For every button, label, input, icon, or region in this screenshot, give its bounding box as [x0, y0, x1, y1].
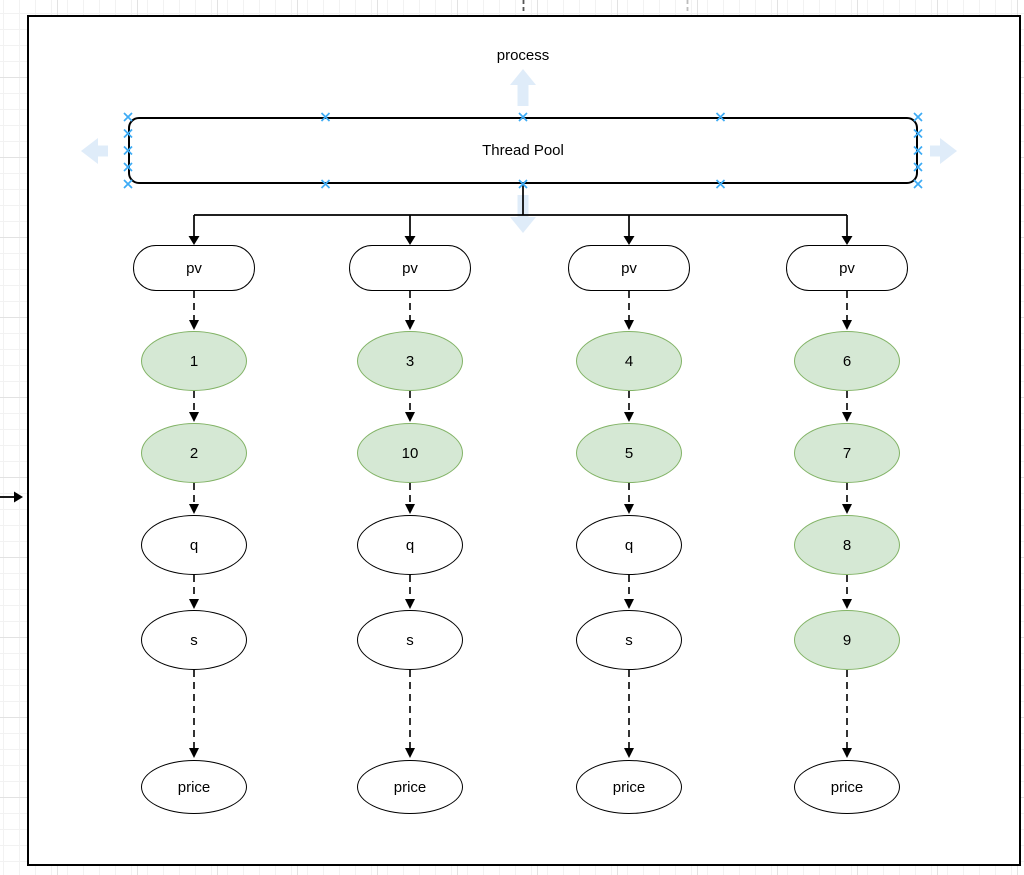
- node-col2-pv[interactable]: pv: [349, 245, 471, 291]
- node-label: 6: [842, 352, 852, 370]
- thread-pool-node[interactable]: Thread Pool: [128, 117, 918, 184]
- node-col1-q[interactable]: q: [141, 515, 247, 575]
- node-col2-3[interactable]: 3: [357, 331, 463, 391]
- node-label: price: [612, 778, 646, 796]
- node-col1-1[interactable]: 1: [141, 331, 247, 391]
- node-col4-8[interactable]: 8: [794, 515, 900, 575]
- node-col4-6[interactable]: 6: [794, 331, 900, 391]
- node-col3-pv[interactable]: pv: [568, 245, 690, 291]
- node-col4-7[interactable]: 7: [794, 423, 900, 483]
- node-label: s: [625, 631, 633, 649]
- node-col3-s[interactable]: s: [576, 610, 682, 670]
- node-label: 10: [401, 444, 419, 462]
- node-col2-q[interactable]: q: [357, 515, 463, 575]
- node-label: 2: [189, 444, 199, 462]
- node-col3-price[interactable]: price: [576, 760, 682, 814]
- node-label: pv: [621, 259, 637, 277]
- node-label: price: [177, 778, 211, 796]
- node-label: 3: [405, 352, 415, 370]
- node-col4-price[interactable]: price: [794, 760, 900, 814]
- node-label: 5: [624, 444, 634, 462]
- node-label: q: [189, 536, 199, 554]
- node-col2-10[interactable]: 10: [357, 423, 463, 483]
- thread-pool-label: Thread Pool: [482, 142, 564, 159]
- node-label: s: [190, 631, 198, 649]
- node-label: 9: [842, 631, 852, 649]
- node-col1-s[interactable]: s: [141, 610, 247, 670]
- node-label: q: [405, 536, 415, 554]
- node-col1-2[interactable]: 2: [141, 423, 247, 483]
- process-label: process: [496, 47, 550, 64]
- node-col2-price[interactable]: price: [357, 760, 463, 814]
- node-col1-price[interactable]: price: [141, 760, 247, 814]
- node-label: 7: [842, 444, 852, 462]
- node-col2-s[interactable]: s: [357, 610, 463, 670]
- node-label: 1: [189, 352, 199, 370]
- node-label: 8: [842, 536, 852, 554]
- node-col1-pv[interactable]: pv: [133, 245, 255, 291]
- node-col3-4[interactable]: 4: [576, 331, 682, 391]
- node-col3-q[interactable]: q: [576, 515, 682, 575]
- node-label: pv: [402, 259, 418, 277]
- node-col4-9[interactable]: 9: [794, 610, 900, 670]
- node-label: pv: [839, 259, 855, 277]
- node-label: price: [393, 778, 427, 796]
- node-label: 4: [624, 352, 634, 370]
- node-label: s: [406, 631, 414, 649]
- node-col3-5[interactable]: 5: [576, 423, 682, 483]
- node-label: q: [624, 536, 634, 554]
- node-label: pv: [186, 259, 202, 277]
- node-col4-pv[interactable]: pv: [786, 245, 908, 291]
- node-label: price: [830, 778, 864, 796]
- left-edge-arrow: [0, 491, 23, 503]
